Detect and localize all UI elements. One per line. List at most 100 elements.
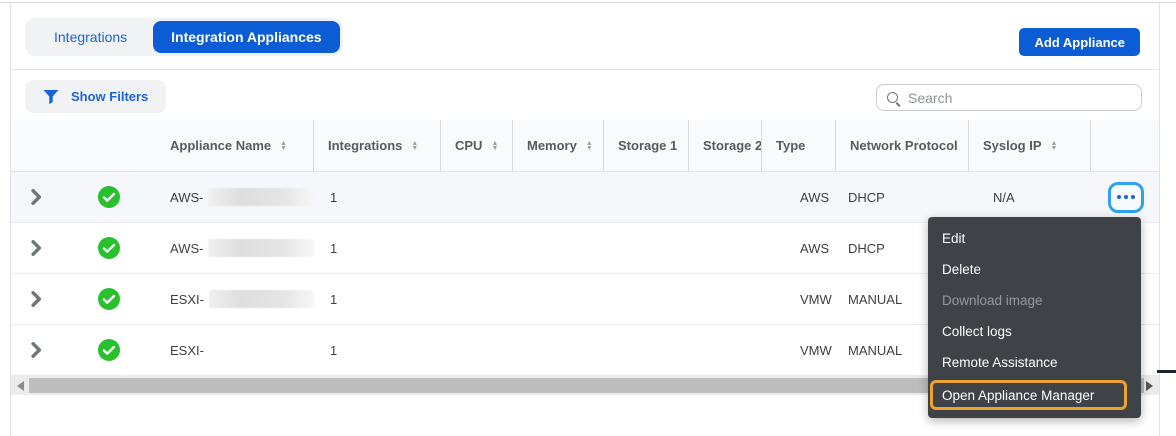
syslog-ip-cell: N/A — [993, 189, 1015, 205]
sort-icon[interactable] — [491, 141, 498, 151]
top-divider — [0, 2, 1176, 3]
check-circle-icon — [97, 237, 120, 259]
appliance-name: ESXI- — [170, 291, 204, 307]
add-appliance-button[interactable]: Add Appliance — [1019, 28, 1140, 56]
tabs-row: Integrations Integration Appliances Add … — [11, 3, 1159, 70]
column-header-network-protocol[interactable]: Network Protocol — [836, 120, 969, 171]
column-label: Appliance Name — [170, 138, 272, 153]
column-header-memory[interactable]: Memory — [513, 120, 604, 171]
redacted-name-blur — [208, 188, 314, 206]
funnel-icon — [43, 89, 59, 104]
storage-1-cell — [604, 172, 689, 222]
row-status — [61, 274, 156, 324]
sort-icon[interactable] — [586, 141, 593, 151]
row-status — [61, 172, 156, 222]
column-header-storage-1[interactable]: Storage 1 — [604, 120, 689, 171]
magnifier-icon — [887, 92, 898, 103]
menu-item-download-image: Download image — [942, 293, 1043, 308]
row-expand-button[interactable] — [11, 172, 61, 222]
row-expand-button[interactable] — [11, 223, 61, 273]
menu-item-collect-logs[interactable]: Collect logs — [942, 324, 1012, 339]
type-cell: AWS — [800, 189, 830, 205]
header-status-spacer — [61, 120, 156, 171]
appliance-name: AWS- — [170, 189, 204, 205]
appliance-name-cell: ESXI- — [156, 274, 314, 324]
sort-icon[interactable] — [411, 141, 418, 151]
tab-group: Integrations Integration Appliances — [25, 18, 343, 56]
integrations-cell: 1 — [330, 291, 338, 307]
column-header-storage-2[interactable]: Storage 2 — [689, 120, 762, 171]
cpu-cell — [441, 223, 513, 273]
column-label: Integrations — [328, 138, 403, 153]
header-expander-spacer — [11, 120, 61, 171]
network-protocol-cell: MANUAL — [848, 342, 903, 358]
actions-cell — [1091, 172, 1161, 222]
type-cell: AWS — [800, 240, 830, 256]
row-status — [61, 223, 156, 273]
row-actions-button[interactable] — [1108, 181, 1144, 213]
storage-2-cell — [689, 325, 762, 375]
check-circle-icon — [97, 339, 120, 361]
column-label: CPU — [455, 138, 483, 153]
redacted-name-blur — [208, 290, 314, 308]
table-row: AWS- 1 AWS DHCP N/A — [11, 172, 1159, 223]
memory-cell — [513, 223, 604, 273]
column-label: Type — [776, 138, 806, 153]
storage-1-cell — [604, 274, 689, 324]
storage-2-cell — [689, 274, 762, 324]
column-label: Storage 2 — [703, 138, 762, 153]
network-protocol-cell: MANUAL — [848, 291, 903, 307]
search-input[interactable] — [908, 89, 1131, 106]
memory-cell — [513, 172, 604, 222]
cpu-cell — [441, 172, 513, 222]
tab-integration-appliances[interactable]: Integration Appliances — [153, 21, 340, 53]
sort-icon[interactable] — [1051, 141, 1058, 151]
show-filters-label: Show Filters — [71, 89, 149, 104]
chevron-right-icon — [30, 240, 41, 256]
network-protocol-cell: DHCP — [848, 240, 885, 256]
column-header-syslog-ip[interactable]: Syslog IP — [969, 120, 1091, 171]
menu-item-edit[interactable]: Edit — [942, 231, 966, 246]
menu-item-delete[interactable]: Delete — [942, 262, 982, 277]
column-header-type[interactable]: Type — [762, 120, 836, 171]
header-actions-spacer — [1091, 120, 1161, 171]
scrollbar-thumb[interactable] — [29, 378, 1144, 393]
cpu-cell — [441, 274, 513, 324]
memory-cell — [513, 274, 604, 324]
menu-item-remote-assistance[interactable]: Remote Assistance — [942, 355, 1058, 370]
chevron-right-icon — [30, 189, 41, 205]
column-header-cpu[interactable]: CPU — [441, 120, 513, 171]
storage-2-cell — [689, 223, 762, 273]
row-actions-menu: Edit Delete Download image Collect logs … — [928, 217, 1141, 418]
row-expand-button[interactable] — [11, 325, 61, 375]
tab-integrations[interactable]: Integrations — [28, 21, 153, 53]
column-label: Storage 1 — [618, 138, 678, 153]
column-label: Memory — [527, 138, 577, 153]
right-edge-mark — [1157, 370, 1176, 373]
row-expand-button[interactable] — [11, 274, 61, 324]
menu-item-open-appliance-manager[interactable]: Open Appliance Manager — [930, 380, 1127, 410]
appliance-name: ESXI- — [170, 342, 204, 358]
storage-1-cell — [604, 223, 689, 273]
check-circle-icon — [97, 288, 120, 310]
horizontal-scrollbar[interactable] — [11, 376, 1159, 395]
row-status — [61, 325, 156, 375]
memory-cell — [513, 325, 604, 375]
appliance-name-cell: AWS- — [156, 172, 314, 222]
column-header-appliance-name[interactable]: Appliance Name — [156, 120, 314, 171]
show-filters-button[interactable]: Show Filters — [25, 80, 167, 113]
type-cell: VMW — [800, 291, 832, 307]
column-label: Syslog IP — [983, 138, 1042, 153]
table-header: Appliance Name Integrations CPU Memory S… — [11, 120, 1159, 172]
column-header-integrations[interactable]: Integrations — [314, 120, 441, 171]
scroll-right-arrow-icon[interactable] — [1146, 380, 1153, 391]
network-protocol-cell: DHCP — [848, 189, 885, 205]
scroll-left-arrow-icon[interactable] — [17, 380, 24, 391]
chevron-right-icon — [30, 342, 41, 358]
integrations-cell: 1 — [330, 189, 338, 205]
chevron-right-icon — [30, 291, 41, 307]
sort-icon[interactable] — [280, 141, 287, 151]
redacted-name-blur — [208, 239, 314, 257]
toolbar-row: Show Filters — [11, 70, 1159, 120]
cpu-cell — [441, 325, 513, 375]
